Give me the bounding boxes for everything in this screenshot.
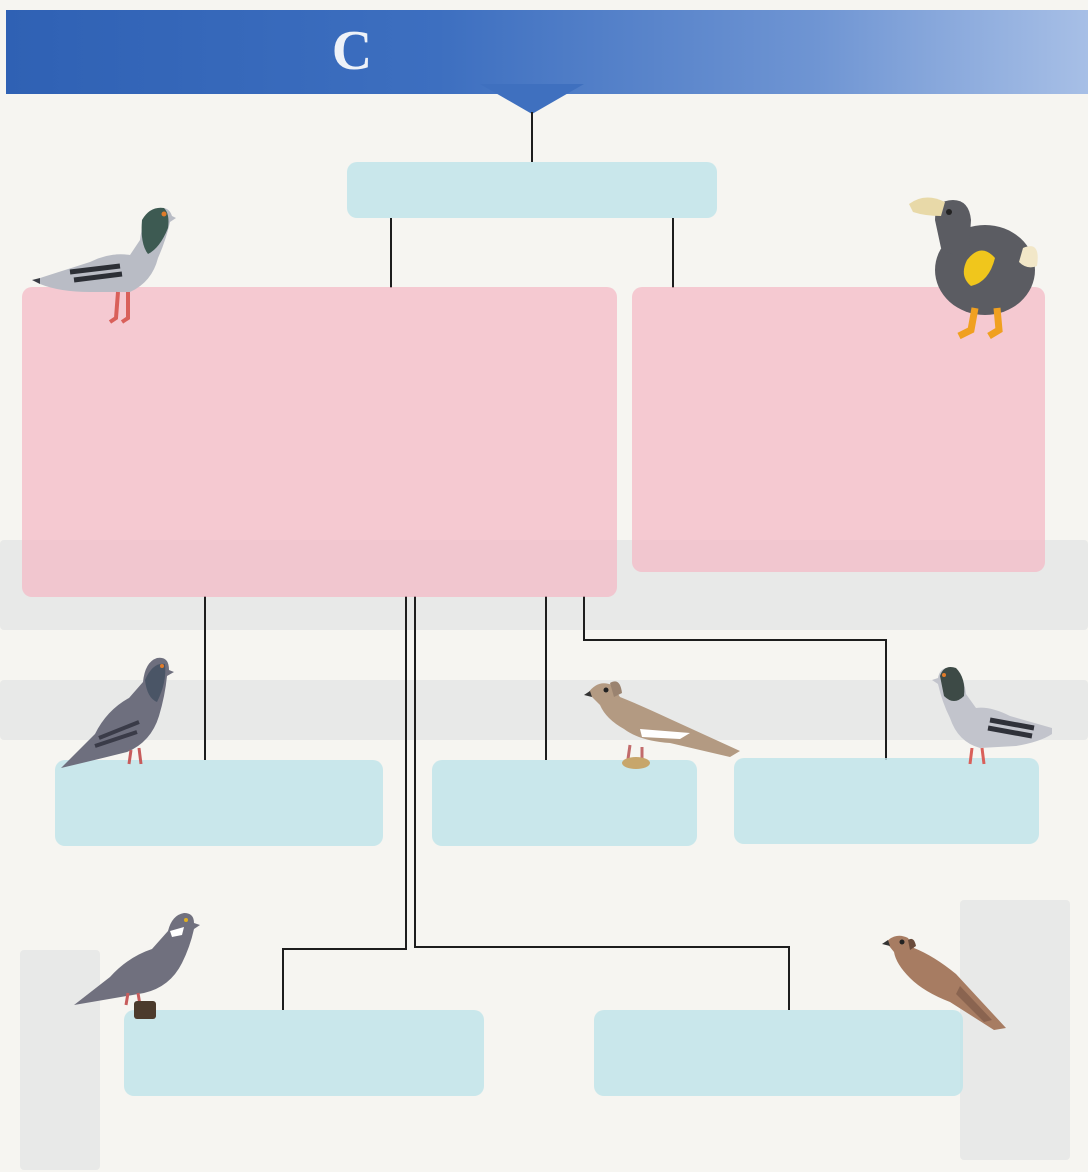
node-mid-center [432, 760, 697, 846]
white-winged-dove-icon [580, 675, 745, 770]
connector-to-mid-right-v1 [583, 596, 585, 640]
connector-root-right [672, 218, 674, 288]
connector-to-mid-center [545, 596, 547, 760]
connector-bottom-right-v [788, 946, 790, 1010]
node-left-group [22, 287, 617, 597]
connector-to-mid-right-h [583, 639, 887, 641]
connector-root-left [390, 218, 392, 288]
connector-bottom-left-v [282, 948, 284, 1010]
banner-pointer [480, 84, 584, 114]
connector-to-mid-right-v2 [885, 639, 887, 760]
rock-pigeon-icon [30, 200, 180, 330]
wood-pigeon-icon [70, 905, 210, 1020]
dodo-icon [905, 190, 1045, 340]
connector-root-up [531, 112, 533, 162]
connector-down-2 [414, 596, 416, 948]
racing-pigeon-icon [930, 662, 1060, 772]
header-banner [6, 10, 1088, 94]
collared-dove-icon [880, 930, 1010, 1035]
connector-to-mid-left [204, 596, 206, 760]
connector-bottom-left-h [282, 948, 407, 950]
banner-title: C [322, 16, 382, 86]
node-bottom-left [124, 1010, 484, 1096]
connector-bottom-right-h [414, 946, 790, 948]
feral-pigeon-icon [55, 652, 180, 777]
node-root [347, 162, 717, 218]
connector-down-1 [405, 596, 407, 950]
